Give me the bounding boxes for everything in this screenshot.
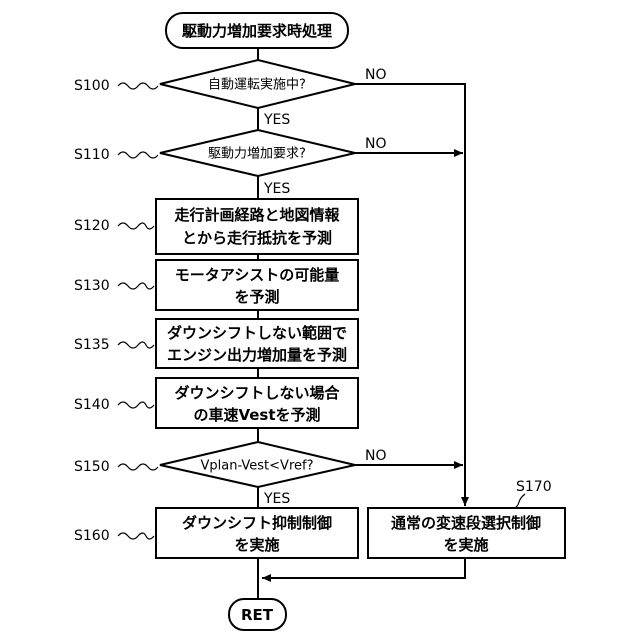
leader-s150 (118, 464, 158, 470)
process-s130-line-2: を予測 (234, 288, 279, 306)
decision-s100-text: 自動運転実施中? (208, 77, 306, 93)
s100-no-label: NO (365, 67, 387, 83)
connector-s170-merge (262, 558, 465, 578)
leader-s110 (118, 152, 158, 158)
process-s160-line-1: ダウンシフト抑制制御 (182, 514, 332, 532)
end-label: RET (241, 606, 274, 624)
s100-yes-label: YES (263, 112, 290, 128)
step-label-s100: S100 (74, 78, 110, 94)
process-s140-line-1: ダウンシフトしない場合 (174, 384, 340, 402)
s150-no-label: NO (365, 448, 387, 464)
step-label-s110: S110 (74, 147, 110, 163)
leader-s135 (118, 342, 154, 348)
decision-s110: 駆動力増加要求? (160, 130, 355, 176)
step-label-s140: S140 (74, 397, 110, 413)
process-s170: 通常の変速段選択制御 を実施 (368, 508, 565, 558)
process-s170-line-2: を実施 (443, 536, 488, 554)
leader-s100 (118, 83, 158, 89)
end-terminal: RET (229, 599, 286, 630)
start-terminal: 駆動力増加要求時処理 (166, 13, 348, 48)
process-s120-line-2: とから走行抵抗を予測 (182, 229, 332, 247)
process-s160: ダウンシフト抑制制御 を実施 (156, 508, 358, 558)
s110-yes-label: YES (263, 181, 290, 197)
process-s170-line-1: 通常の変速段選択制御 (391, 514, 541, 532)
process-s130-line-1: モータアシストの可能量 (175, 266, 339, 284)
process-s135-line-1: ダウンシフトしない範囲で (167, 324, 347, 342)
step-label-s150: S150 (74, 459, 110, 475)
process-s160-line-2: を実施 (234, 536, 279, 554)
process-s135: ダウンシフトしない範囲で エンジン出力増加量を予測 (156, 319, 358, 368)
s150-yes-label: YES (263, 491, 290, 507)
step-label-s130: S130 (74, 278, 110, 294)
process-s140-line-2: の車速Vestを予測 (193, 406, 320, 424)
start-label: 駆動力増加要求時処理 (182, 22, 332, 40)
process-s120-line-1: 走行計画経路と地図情報 (174, 206, 340, 224)
decision-s110-text: 駆動力増加要求? (208, 147, 306, 162)
process-s140: ダウンシフトしない場合 の車速Vestを予測 (156, 378, 358, 428)
decision-s150-text: Vplan-Vest<Vref? (201, 459, 314, 474)
step-label-s170: S170 (516, 479, 552, 495)
s110-no-label: NO (365, 136, 387, 152)
step-label-s120: S120 (74, 218, 110, 234)
leader-s130 (118, 283, 154, 289)
leader-s120 (118, 223, 154, 229)
process-s130: モータアシストの可能量 を予測 (156, 260, 358, 310)
step-label-s160: S160 (74, 528, 110, 544)
leader-s170 (515, 494, 525, 508)
leader-s160 (118, 533, 154, 539)
decision-s100: 自動運転実施中? (160, 60, 355, 108)
leader-s140 (118, 402, 154, 408)
process-s120: 走行計画経路と地図情報 とから走行抵抗を予測 (156, 199, 358, 254)
process-s135-line-2: エンジン出力増加量を予測 (167, 346, 347, 364)
decision-s150: Vplan-Vest<Vref? (160, 442, 355, 487)
step-label-s135: S135 (74, 337, 110, 353)
